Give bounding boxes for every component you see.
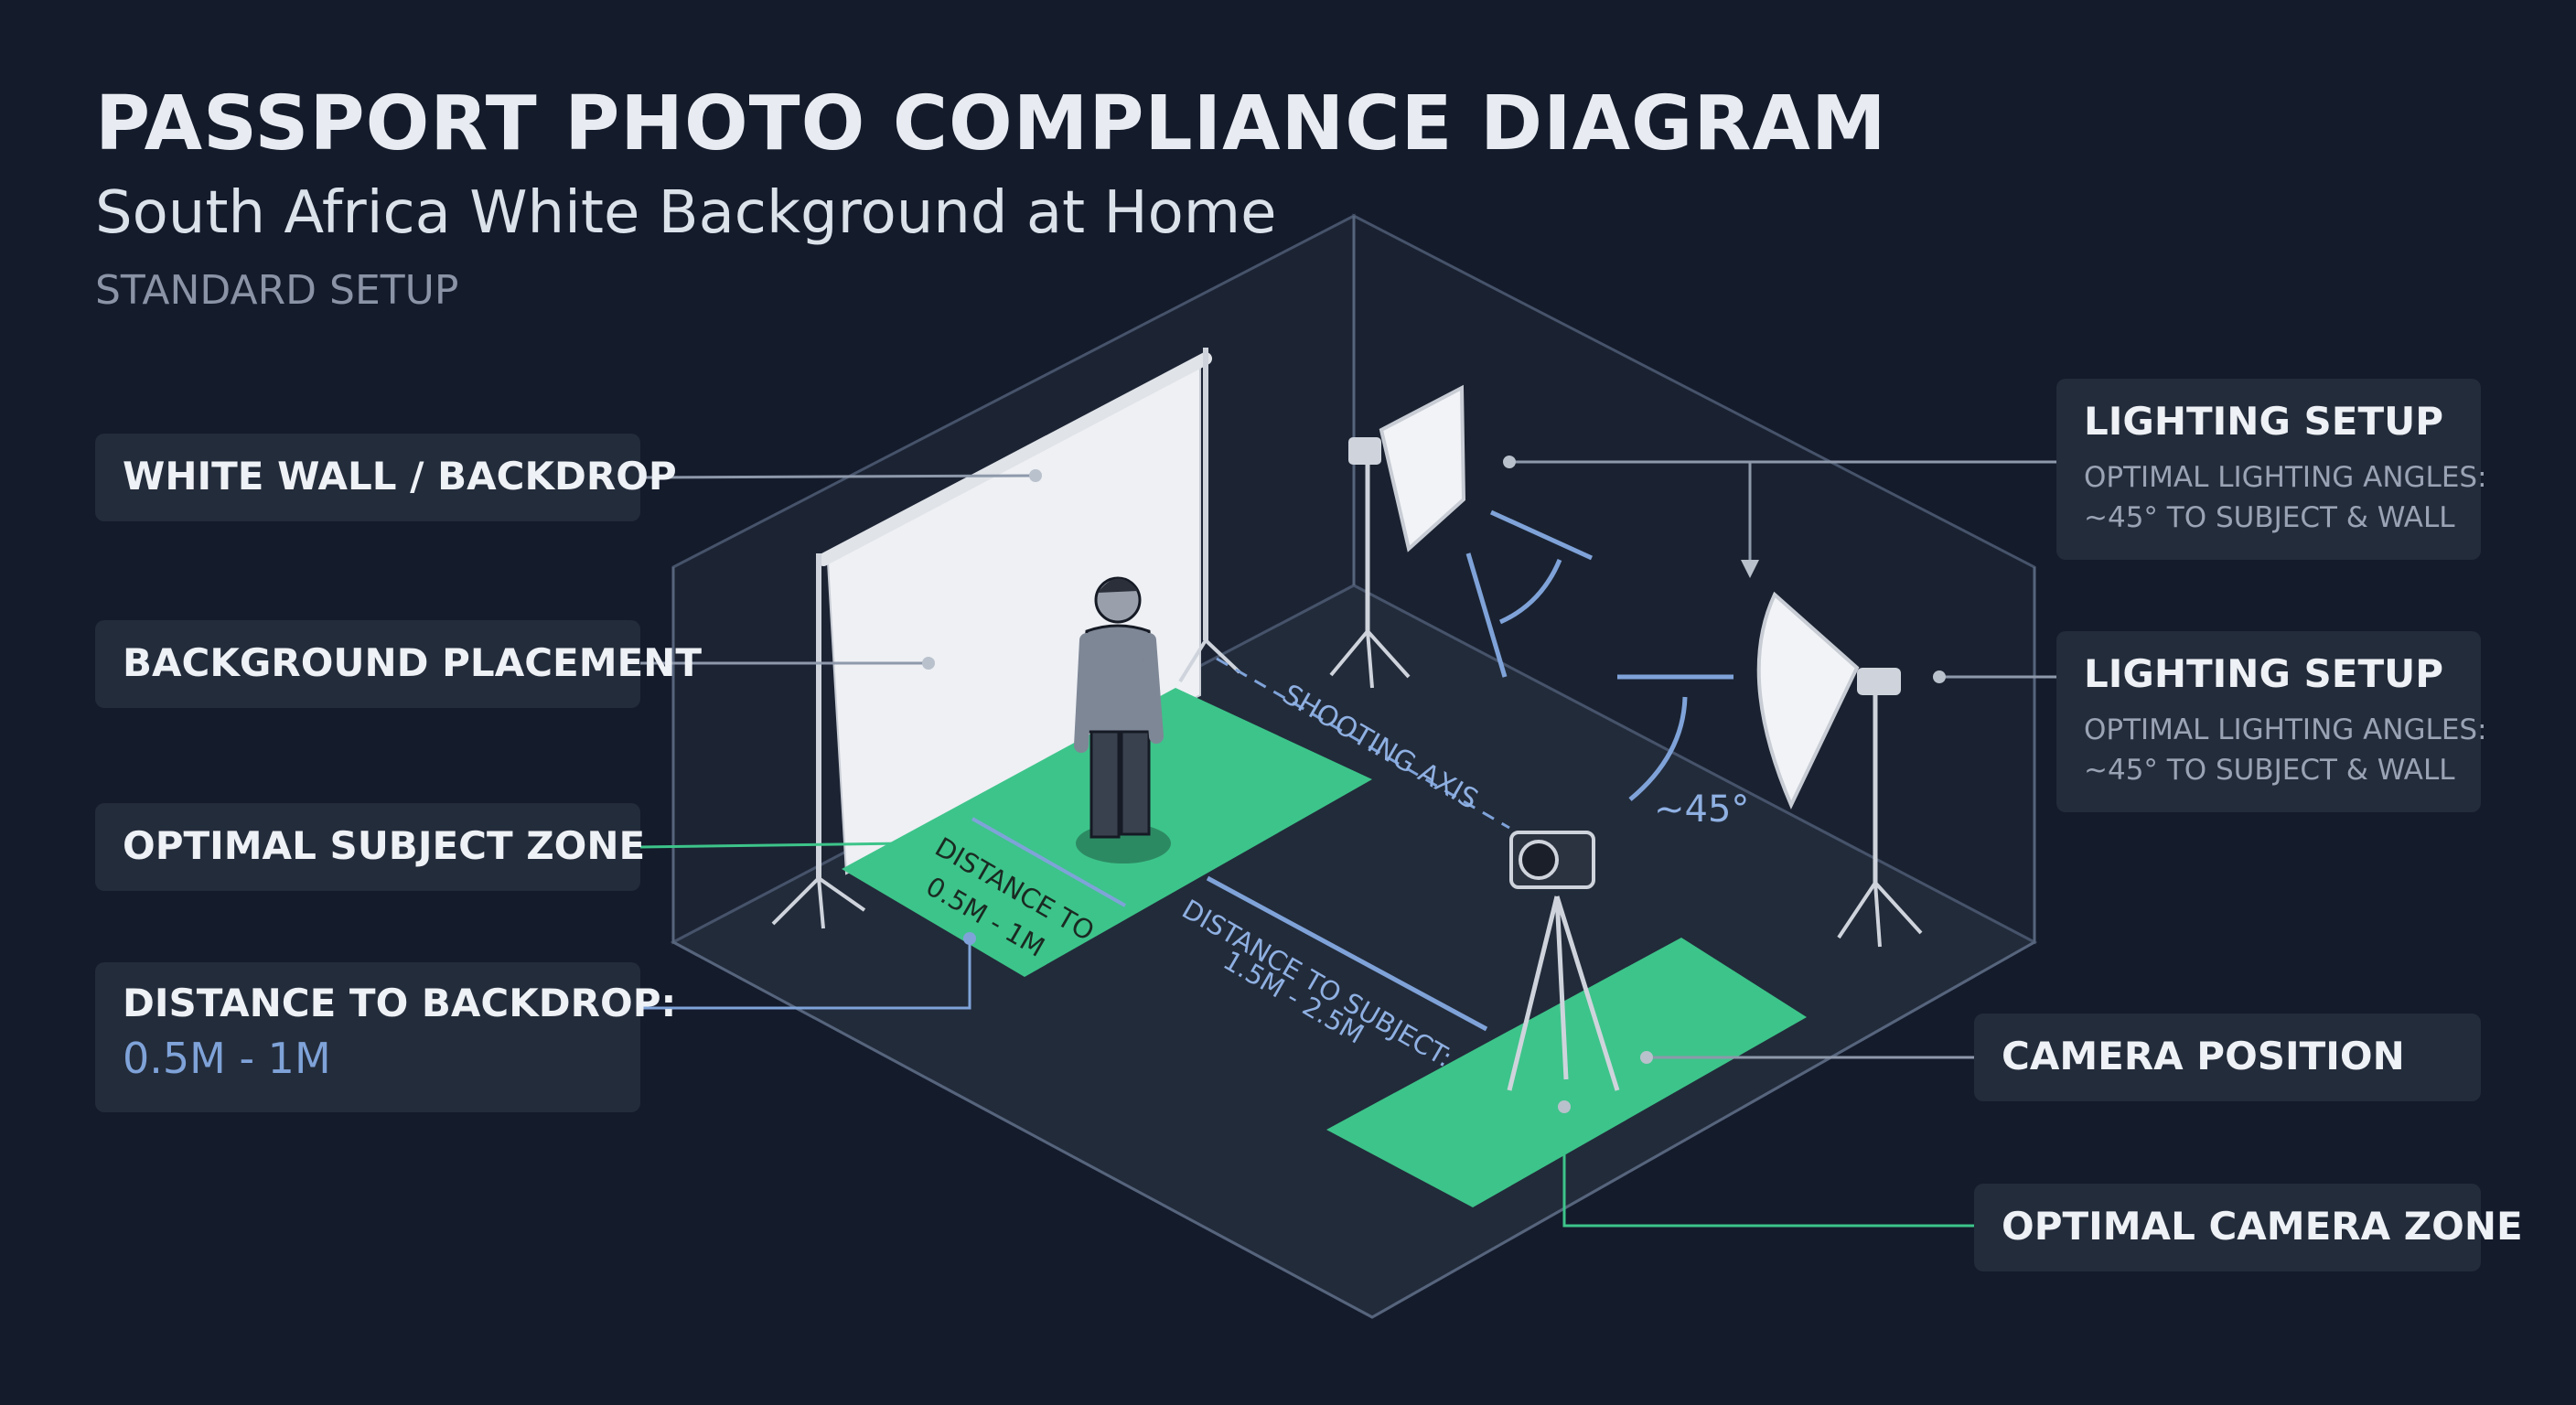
label-camera-position: CAMERA POSITION <box>1974 1014 2481 1101</box>
label-optimal-subject-zone: OPTIMAL SUBJECT ZONE <box>95 803 645 891</box>
leader-dots <box>922 456 1946 1113</box>
backdrop-bar <box>817 352 1212 566</box>
room-outer-edge <box>671 567 2036 1319</box>
label-text: CAMERA POSITION <box>2002 1034 2405 1078</box>
leader-lines <box>639 460 2056 1059</box>
leader-distance-backdrop <box>640 938 971 1010</box>
label-text: OPTIMAL SUBJECT ZONE <box>123 823 646 868</box>
leader-camera-zone <box>1562 1107 1974 1228</box>
label-detail-2: ~45° TO SUBJECT & WALL <box>2084 501 2455 534</box>
label-text: OPTIMAL CAMERA ZONE <box>2002 1204 2523 1249</box>
angle-text: ~45° <box>1654 788 1749 831</box>
camera-tripod <box>1507 831 1620 1091</box>
page-title: PASSPORT PHOTO COMPLIANCE DIAGRAM <box>95 80 1887 167</box>
label-value: 0.5M - 1M <box>123 1034 331 1083</box>
umbrella-light-right <box>1756 591 1923 948</box>
label-lighting-setup-2: LIGHTING SETUP OPTIMAL LIGHTING ANGLES: … <box>2056 631 2487 812</box>
label-background-placement: BACKGROUND PLACEMENT <box>95 620 702 708</box>
label-text: LIGHTING SETUP <box>2084 651 2444 696</box>
distance-subject-arrow <box>1206 875 1488 1032</box>
label-text: BACKGROUND PLACEMENT <box>123 640 702 685</box>
shooting-axis-line <box>1216 657 1510 830</box>
page-subtitle: South Africa White Background at Home <box>95 179 1277 247</box>
label-detail-1: OPTIMAL LIGHTING ANGLES: <box>2084 713 2487 746</box>
label-text: LIGHTING SETUP <box>2084 399 2444 444</box>
dot-distance-backdrop <box>963 932 976 945</box>
label-white-wall: WHITE WALL / BACKDROP <box>95 434 677 521</box>
setup-label: STANDARD SETUP <box>95 267 459 314</box>
label-detail-2: ~45° TO SUBJECT & WALL <box>2084 754 2455 787</box>
label-text: WHITE WALL / BACKDROP <box>123 454 677 499</box>
arrowhead-lighting <box>1741 560 1759 578</box>
softbox-light-left <box>1329 384 1466 689</box>
person-figure <box>1074 576 1171 863</box>
distance-backdrop-arrow <box>971 817 1126 907</box>
label-distance-to-backdrop: DISTANCE TO BACKDROP: 0.5M - 1M <box>95 962 676 1112</box>
label-optimal-camera-zone: OPTIMAL CAMERA ZONE <box>1974 1184 2523 1271</box>
label-text: DISTANCE TO BACKDROP: <box>123 981 677 1025</box>
leader-subject-zone <box>639 842 907 849</box>
dot-subject-zone <box>899 837 912 850</box>
label-lighting-setup-1: LIGHTING SETUP OPTIMAL LIGHTING ANGLES: … <box>2056 379 2487 560</box>
label-detail-1: OPTIMAL LIGHTING ANGLES: <box>2084 461 2487 494</box>
lighting-angle-arrows <box>1465 509 1733 801</box>
